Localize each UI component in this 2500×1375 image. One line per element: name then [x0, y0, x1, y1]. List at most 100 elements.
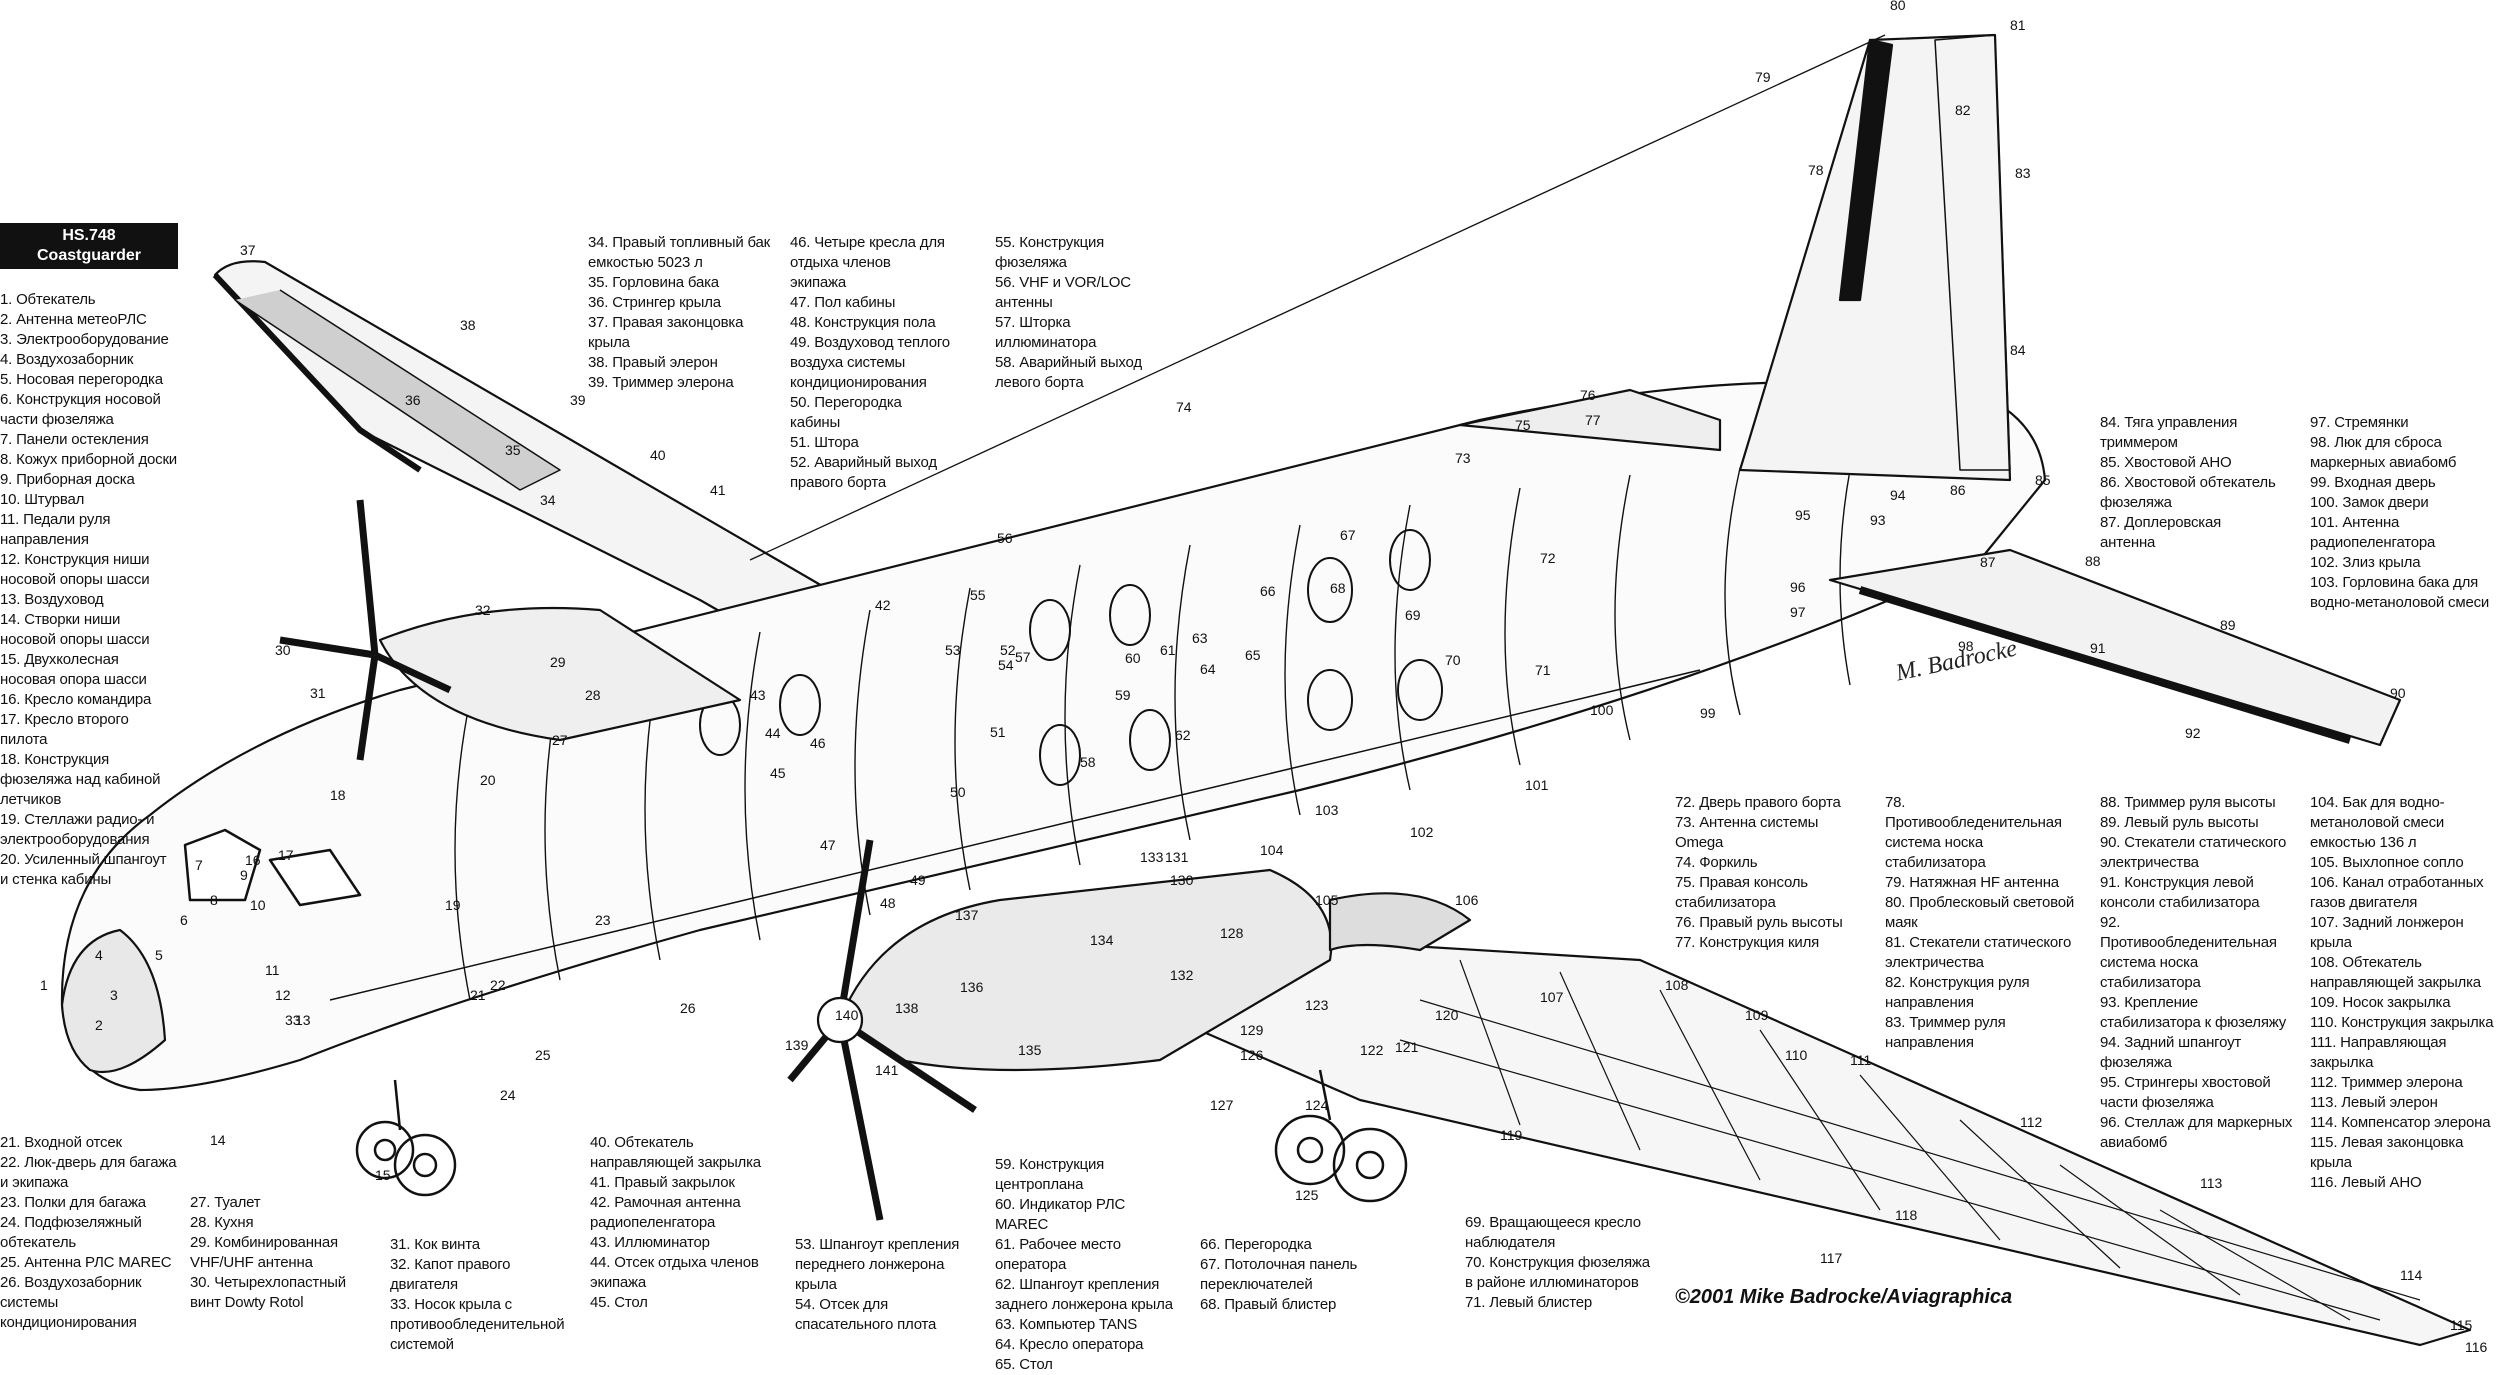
- callout-number: 136: [960, 979, 984, 995]
- callout-number: 52: [1000, 642, 1016, 658]
- callout-number: 126: [1240, 1047, 1264, 1063]
- legend-item: 108. Обтекатель направляющей закрылка: [2310, 954, 2481, 991]
- callout-number: 18: [330, 787, 346, 803]
- legend-item: 11. Педали руля направления: [0, 511, 111, 548]
- callout-number: 68: [1330, 580, 1346, 596]
- callout-number: 82: [1955, 102, 1971, 118]
- callout-number: 122: [1360, 1042, 1384, 1058]
- right-propeller: [279, 499, 452, 761]
- legend-item: 32. Капот правого двигателя: [390, 1256, 511, 1293]
- callout-number: 74: [1176, 399, 1192, 415]
- callout-number: 38: [460, 317, 476, 333]
- callout-number: 93: [1870, 512, 1886, 528]
- legend-item: 44. Отсек отдыха членов экипажа: [590, 1254, 759, 1291]
- legend-item: 76. Правый руль высоты: [1675, 914, 1843, 931]
- callout-number: 133: [1140, 849, 1164, 865]
- callout-number: 22: [490, 977, 506, 993]
- callout-number: 30: [275, 642, 291, 658]
- legend-item: 64. Кресло оператора: [995, 1336, 1144, 1353]
- legend-item: 77. Конструкция киля: [1675, 934, 1820, 951]
- callout-number: 13: [295, 1012, 311, 1028]
- legend-item: 98. Люк для сброса маркерных авиабомб: [2310, 434, 2457, 471]
- legend-item: 107. Задний лонжерон крыла: [2310, 914, 2464, 951]
- callout-number: 131: [1165, 849, 1189, 865]
- legend-item: 18. Конструкция фюзеляжа над кабиной лет…: [0, 751, 161, 808]
- legend-item: 65. Стол: [995, 1356, 1053, 1373]
- callout-number: 138: [895, 1000, 919, 1016]
- legend-item: 28. Кухня: [190, 1214, 254, 1231]
- legend-item: 14. Створки ниши носовой опоры шасси: [0, 611, 150, 648]
- legend-item: 10. Штурвал: [0, 491, 85, 508]
- legend-item: 30. Четырехлопастный винт Dowty Rotol: [190, 1274, 346, 1311]
- callout-number: 76: [1580, 387, 1596, 403]
- callout-number: 140: [835, 1007, 859, 1023]
- hf-antenna-wire: [749, 34, 1886, 561]
- callout-number: 135: [1018, 1042, 1042, 1058]
- callout-number: 62: [1175, 727, 1191, 743]
- callout-number: 110: [1785, 1047, 1808, 1063]
- callout-number: 81: [2010, 17, 2026, 33]
- callout-number: 61: [1160, 642, 1176, 658]
- legend-item: 95. Стрингеры хвостовой части фюзеляжа: [2100, 1074, 2271, 1111]
- legend-item: 47. Пол кабины: [790, 294, 896, 311]
- legend-item: 67. Потолочная панель переключателей: [1200, 1256, 1358, 1293]
- legend-item: 106. Канал отработанных газов двигателя: [2310, 874, 2484, 911]
- callout-number: 120: [1435, 1007, 1459, 1023]
- left-stabilizer-leading-edge: [1858, 586, 2352, 744]
- title-line-1: HS.748: [62, 227, 116, 244]
- callout-number: 105: [1315, 892, 1339, 908]
- callout-number: 41: [710, 482, 726, 498]
- callout-number: 101: [1525, 777, 1549, 793]
- callout-number: 10: [250, 897, 266, 913]
- legend-item: 29. Комбинированная VHF/UHF антенна: [190, 1234, 338, 1271]
- callout-number: 15: [375, 1167, 391, 1183]
- legend-item: 55. Конструкция фюзеляжа: [995, 234, 1105, 271]
- cabin-windows: [699, 529, 1443, 786]
- legend-col-c: 27. Туалет 28. Кухня 29. Комбинированная V…: [190, 1193, 350, 1313]
- callout-number: 6: [180, 912, 188, 928]
- callout-number: 1: [40, 977, 48, 993]
- legend-item: 9. Приборная доска: [0, 471, 135, 488]
- legend-item: 80. Проблесковый световой маяк: [1885, 894, 2075, 931]
- legend-item: 16. Кресло командира: [0, 691, 152, 708]
- callout-number: 72: [1540, 550, 1556, 566]
- callout-number: 49: [910, 872, 926, 888]
- callout-number: 113: [2200, 1175, 2223, 1191]
- callout-number: 55: [970, 587, 986, 603]
- legend-item: 54. Отсек для спасательного плота: [795, 1296, 937, 1333]
- legend-item: 68. Правый блистер: [1200, 1296, 1337, 1313]
- callout-number: 98: [1958, 638, 1974, 654]
- legend-item: 62. Шпангоут крепления заднего лонжерона…: [995, 1276, 1173, 1313]
- legend-item: 74. Форкиль: [1675, 854, 1758, 871]
- legend-item: 31. Кок винта: [390, 1236, 480, 1253]
- callout-number: 123: [1305, 997, 1329, 1013]
- callout-number: 12: [275, 987, 291, 1003]
- legend-item: 7. Панели остекления: [0, 431, 149, 448]
- left-spinner: [816, 996, 864, 1044]
- callout-number: 107: [1540, 989, 1564, 1005]
- legend-item: 17. Кресло второго пилота: [0, 711, 129, 748]
- callout-number: 97: [1790, 604, 1806, 620]
- legend-item: 43. Иллюминатор: [590, 1234, 710, 1251]
- legend-item: 57. Шторка иллюминатора: [995, 314, 1097, 351]
- fin-leading-edge: [1838, 38, 1894, 302]
- legend-item: 34. Правый топливный бак емкостью 5023 л: [588, 234, 771, 271]
- legend-item: 23. Полки для багажа: [0, 1194, 146, 1211]
- legend-item: 6. Конструкция носовой части фюзеляжа: [0, 391, 161, 428]
- legend-item: 27. Туалет: [190, 1194, 261, 1211]
- callout-number: 59: [1115, 687, 1131, 703]
- legend-item: 19. Стеллажи радио- и электрооборудовани…: [0, 811, 155, 848]
- callout-number: 70: [1445, 652, 1461, 668]
- legend-item: 21. Входной отсек: [0, 1134, 122, 1151]
- exhaust-pipe: [1328, 892, 1472, 952]
- callout-number: 16: [245, 852, 261, 868]
- cockpit-windows: [183, 828, 362, 907]
- legend-item: 66. Перегородка: [1200, 1236, 1312, 1253]
- legend-item: 24. Подфюзеляжный обтекатель: [0, 1214, 142, 1251]
- legend-item: 104. Бак для водно-метаноловой смеси емк…: [2310, 794, 2445, 851]
- callout-number: 132: [1170, 967, 1194, 983]
- callout-number: 128: [1220, 925, 1244, 941]
- callout-number: 64: [1200, 661, 1216, 677]
- callout-number: 103: [1315, 802, 1339, 818]
- callout-number: 20: [480, 772, 496, 788]
